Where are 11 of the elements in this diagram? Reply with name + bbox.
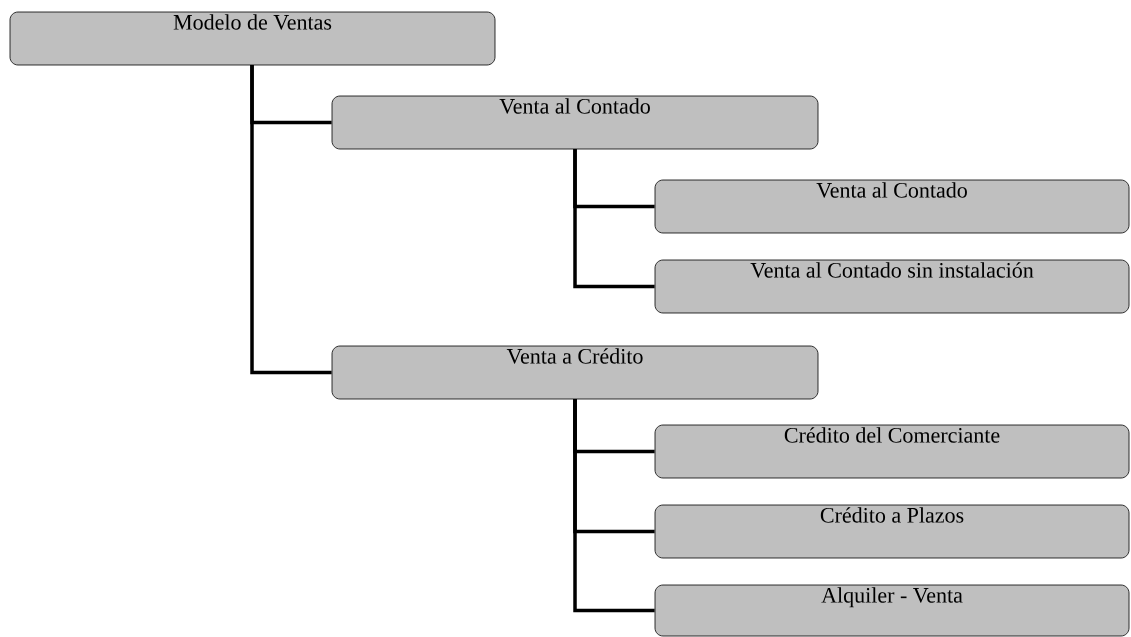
connector-line xyxy=(573,149,655,289)
connector-line xyxy=(250,65,332,375)
tree-box: Modelo de Ventas xyxy=(9,11,496,66)
tree-box: Venta al Contado xyxy=(331,95,819,150)
tree-box: Alquiler - Venta xyxy=(654,584,1130,637)
tree-box: Crédito del Comerciante xyxy=(654,424,1130,479)
tree-box: Venta a Crédito xyxy=(331,345,819,400)
connector-line xyxy=(573,399,655,613)
tree-box: Venta al Contado sin instalación xyxy=(654,259,1130,314)
tree-box: Venta al Contado xyxy=(654,179,1130,234)
tree-box: Crédito a Plazos xyxy=(654,504,1130,559)
